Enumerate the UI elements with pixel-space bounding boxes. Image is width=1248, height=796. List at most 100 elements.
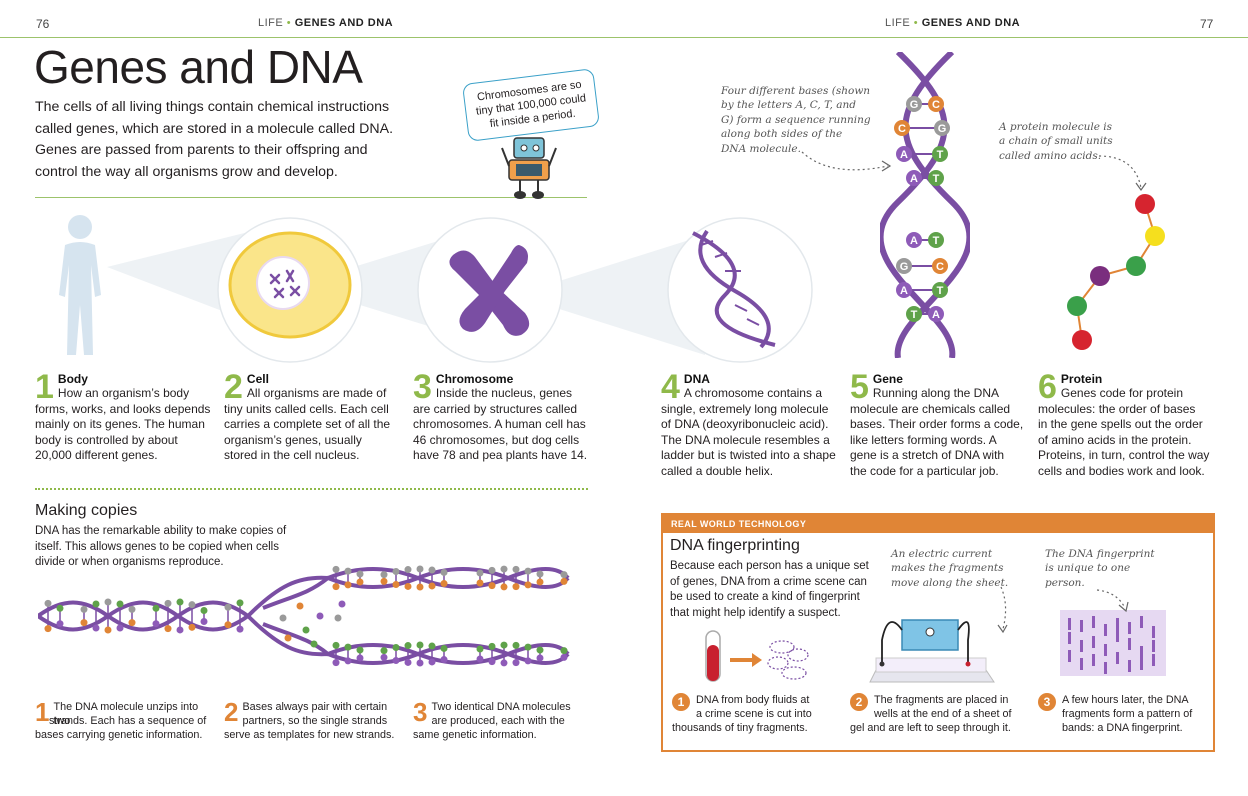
- intro-paragraph: The cells of all living things contain c…: [35, 97, 455, 183]
- annotation-unique-arrow: [1096, 589, 1129, 613]
- replication-base: [80, 605, 88, 613]
- replication-base: [416, 583, 424, 591]
- amino-acid: [1126, 256, 1146, 276]
- intro-line: called genes, which are stored in a mole…: [35, 120, 394, 137]
- amino-acid: [1072, 330, 1092, 350]
- page-title: Genes and DNA: [34, 41, 363, 93]
- annotation-line: is unique to one: [1045, 562, 1131, 575]
- base-letter: T: [911, 309, 918, 321]
- amino-acid: [1145, 226, 1165, 246]
- step-line: ladder but is twisted into a shape: [661, 448, 836, 463]
- fingerprint-step-3: 3 A few hours later, the DNA fragments f…: [1038, 693, 1210, 721]
- text-line: be used to create a kind of fingerprint: [670, 591, 860, 603]
- copy-step-1-cont: strands. Each has a sequence of bases ca…: [35, 714, 225, 742]
- replication-base: [344, 581, 352, 589]
- annotation-line: a chain of small units: [999, 135, 1113, 148]
- replication-base: [428, 582, 436, 590]
- fingerprint-step-line: gel and are left to seep through it.: [850, 722, 1011, 734]
- replication-base: [488, 582, 496, 590]
- replication-base: [356, 570, 364, 578]
- replication-base: [356, 654, 364, 662]
- step-line: How an organism’s body: [57, 386, 190, 400]
- replication-base: [332, 565, 340, 573]
- replication-base: [116, 600, 124, 608]
- base-circle: [932, 282, 948, 298]
- fingerprint-band: [1080, 640, 1083, 652]
- step-line: stored in the cell nucleus.: [224, 448, 360, 463]
- free-base: [279, 614, 287, 622]
- replication-base: [512, 565, 520, 573]
- replication-base: [380, 647, 388, 655]
- copy-step-2: 2 Bases always pair with certain partner…: [224, 697, 409, 728]
- replication-base: [404, 566, 412, 574]
- base-circle: [932, 146, 948, 162]
- base-circle: [896, 282, 912, 298]
- replication-base: [128, 619, 136, 627]
- step-number: 6: [1038, 368, 1057, 406]
- text-line: DNA has the remarkable ability to make c…: [35, 525, 287, 537]
- replication-base: [476, 645, 484, 653]
- base-circle: [934, 120, 950, 136]
- base-letter: G: [910, 99, 919, 111]
- annotation-line: makes the fragments: [891, 562, 1004, 575]
- copy-step-line: The DNA molecule unzips into two: [53, 701, 199, 727]
- replication-base: [416, 565, 424, 573]
- step-heading: Protein: [1060, 372, 1103, 386]
- step-line: the code for a particular job.: [850, 463, 999, 478]
- replication-base: [524, 643, 532, 651]
- annotation-bases-arrow: [801, 151, 892, 172]
- step-heading: DNA: [683, 372, 710, 386]
- copy-step-number: 2: [224, 697, 239, 727]
- fingerprint-step-line: A few hours later, the DNA: [1062, 694, 1189, 706]
- free-base: [302, 626, 310, 634]
- left-page-number: 76: [36, 17, 50, 31]
- replication-base: [224, 603, 232, 611]
- annotation-protein-arrow: [1098, 155, 1147, 192]
- replication-base: [380, 577, 388, 585]
- copy-step-line: Bases always pair with certain: [242, 701, 388, 713]
- base-circle: [896, 146, 912, 162]
- base-circle: [932, 258, 948, 274]
- fingerprint-band: [1128, 638, 1131, 650]
- base-letter: T: [937, 285, 944, 297]
- replication-base: [128, 605, 136, 613]
- copy-step-line: bases carrying genetic information.: [35, 729, 203, 741]
- base-circle: [928, 170, 944, 186]
- zoom-illustration: [59, 215, 813, 363]
- replication-base: [188, 601, 196, 609]
- replication-base: [524, 567, 532, 575]
- base-circle: [906, 96, 922, 112]
- fingerprint-band: [1116, 618, 1119, 630]
- base-circle: [928, 232, 944, 248]
- annotation-bases: Four different bases (shown by the lette…: [721, 84, 871, 156]
- replication-base: [536, 570, 544, 578]
- fingerprint-step-line: bands: a DNA fingerprint.: [1062, 722, 1183, 734]
- copy-step-line: strands. Each has a sequence of: [49, 715, 207, 727]
- fingerprint-band: [1068, 632, 1071, 644]
- replication-base: [392, 580, 400, 588]
- copy-step-line: same genetic information.: [413, 729, 537, 741]
- annotation-line: called amino acids.: [999, 149, 1102, 162]
- annotation-electric-current: An electric current makes the fragments …: [891, 547, 1011, 590]
- fingerprint-band: [1092, 654, 1095, 666]
- fingerprint-step-line: a crime scene is cut into: [696, 708, 812, 720]
- fingerprint-step-2: 2 The fragments are placed in wells at t…: [850, 693, 1030, 721]
- base-letter: G: [938, 123, 947, 135]
- replication-base: [92, 624, 100, 632]
- replication-base: [356, 578, 364, 586]
- right-section: LIFE: [885, 17, 911, 29]
- step-number: 2: [224, 368, 243, 406]
- replication-base: [332, 583, 340, 591]
- intro-line: Genes are passed from parents to their o…: [35, 142, 368, 158]
- replication-base: [500, 641, 508, 649]
- base-letter: C: [936, 261, 944, 273]
- replication-base: [512, 641, 520, 649]
- step-line: like letters forming words. A: [850, 432, 997, 447]
- annotation-line: by the letters A, C, T, and: [721, 99, 856, 112]
- base-letter: A: [910, 235, 918, 247]
- replication-base: [236, 599, 244, 607]
